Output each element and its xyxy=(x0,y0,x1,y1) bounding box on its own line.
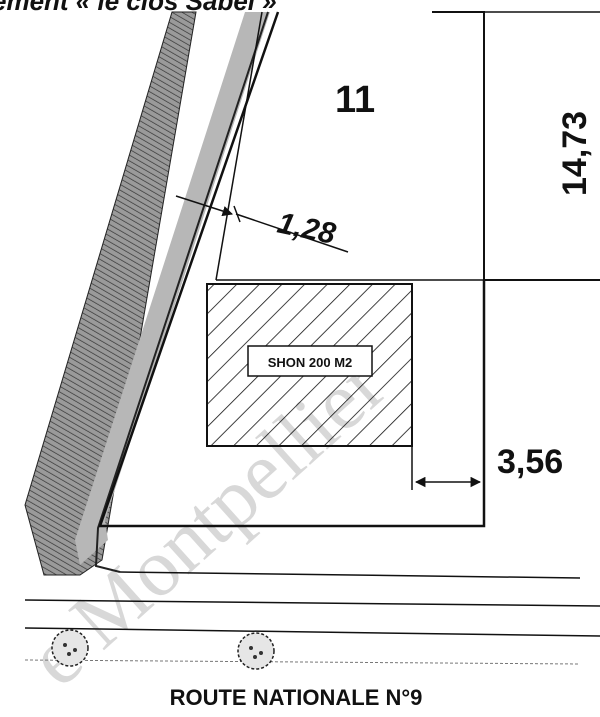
shon-footprint: SHON 200 M2 xyxy=(206,283,413,447)
lot-11-frame xyxy=(432,11,600,281)
road-edge xyxy=(94,11,269,573)
dimension-14-73-label: 14,73 xyxy=(556,111,594,196)
shon-label: SHON 200 M2 xyxy=(268,355,353,370)
tree-icon xyxy=(51,629,89,667)
lot-boundary xyxy=(98,11,486,528)
dimension-3-56: 3,56 xyxy=(411,443,563,490)
dimension-1-28-label: 1,28 xyxy=(275,207,339,251)
embankment-band xyxy=(24,11,197,576)
road xyxy=(24,571,600,665)
tree-icon xyxy=(237,632,275,670)
header-fragment: ement « le clos Sabel » xyxy=(0,0,277,16)
dimension-1-28: 1,28 xyxy=(175,195,349,253)
setback-vertical xyxy=(215,11,263,281)
dimension-14-73: 14,73 xyxy=(556,111,594,196)
dimension-3-56-label: 3,56 xyxy=(497,443,563,481)
verge xyxy=(75,12,270,565)
road-label: ROUTE NATIONALE N°9 xyxy=(170,685,423,710)
lot-number: 11 xyxy=(335,79,375,121)
